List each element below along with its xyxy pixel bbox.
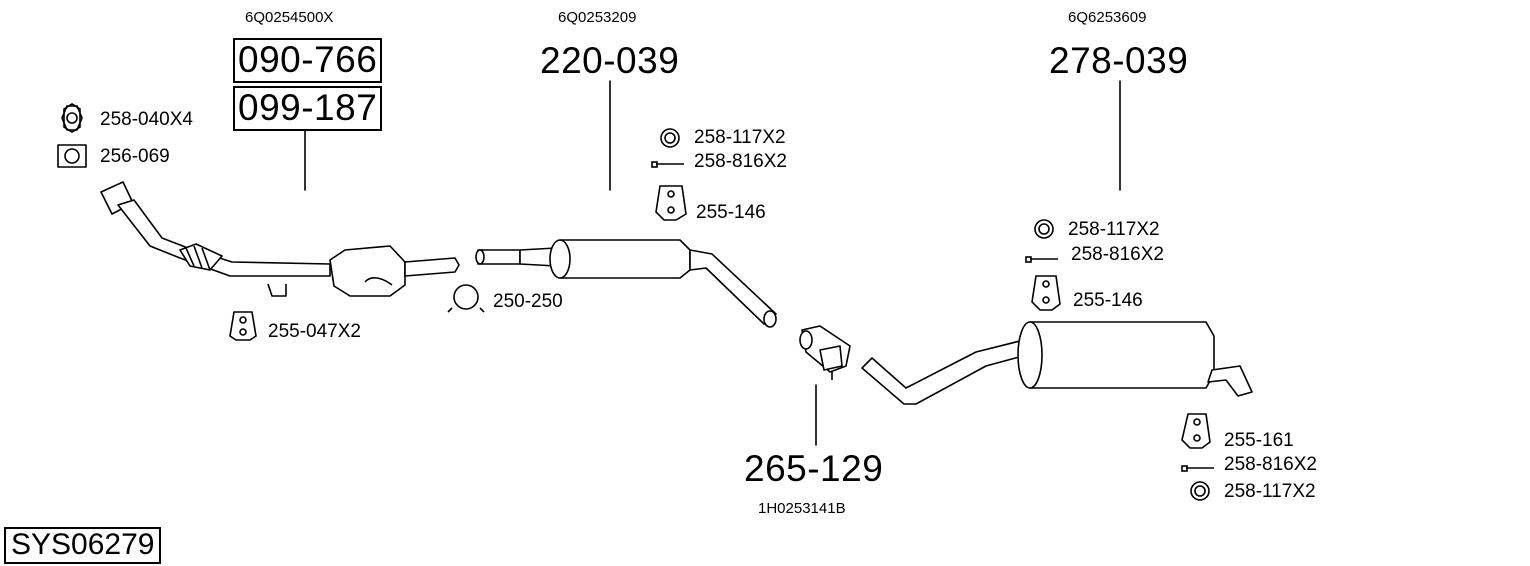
ring-icon	[660, 128, 680, 148]
part-number-connector-clamp[interactable]: 265-129	[744, 448, 884, 489]
system-code: SYS06279	[4, 527, 162, 564]
small-part-label[interactable]: 258-816X2	[694, 151, 787, 172]
small-part-label[interactable]: 256-069	[100, 146, 170, 167]
rear-silencer	[861, 321, 1253, 405]
front-pipe-catalyst	[100, 181, 460, 297]
small-part-label[interactable]: 255-146	[696, 202, 766, 223]
small-part-label[interactable]: 258-117X2	[694, 127, 786, 148]
bolt-icon	[651, 161, 684, 168]
ring-icon	[1034, 219, 1054, 239]
oem-number-front-pipe: 6Q0254500X	[245, 9, 334, 26]
small-part-label[interactable]: 258-117X2	[1224, 481, 1316, 502]
part-number-front-pipe[interactable]: 090-766	[233, 38, 383, 83]
small-part-label[interactable]: 255-161	[1224, 430, 1294, 451]
nut-icon	[61, 103, 83, 133]
rubber-hanger-icon	[1031, 275, 1061, 311]
bolt-icon	[1181, 465, 1214, 472]
small-part-label[interactable]: 250-250	[493, 291, 563, 312]
gasket-icon	[57, 144, 87, 168]
ring-icon	[1190, 481, 1210, 501]
small-part-label[interactable]: 258-816X2	[1224, 454, 1317, 475]
rubber-hanger-icon	[655, 185, 687, 221]
small-part-label[interactable]: 258-816X2	[1071, 244, 1164, 265]
centre-silencer	[475, 239, 777, 328]
connector-clamp	[799, 325, 851, 380]
small-part-label[interactable]: 255-146	[1073, 290, 1143, 311]
oem-number-connector-clamp: 1H0253141B	[758, 500, 846, 517]
oem-number-centre-silencer: 6Q0253209	[558, 9, 637, 26]
bolt-icon	[1025, 256, 1058, 263]
small-part-label[interactable]: 258-040X4	[100, 109, 193, 130]
part-number-catalyst[interactable]: 099-187	[233, 86, 383, 131]
rubber-hanger-icon	[229, 311, 257, 341]
part-number-centre-silencer[interactable]: 220-039	[540, 40, 680, 81]
part-number-rear-silencer[interactable]: 278-039	[1049, 40, 1189, 81]
oem-number-rear-silencer: 6Q6253609	[1068, 9, 1147, 26]
rubber-hanger-icon	[1181, 413, 1211, 449]
pipe-clamp-icon	[447, 284, 485, 313]
small-part-label[interactable]: 258-117X2	[1068, 219, 1160, 240]
small-part-label[interactable]: 255-047X2	[268, 321, 361, 342]
